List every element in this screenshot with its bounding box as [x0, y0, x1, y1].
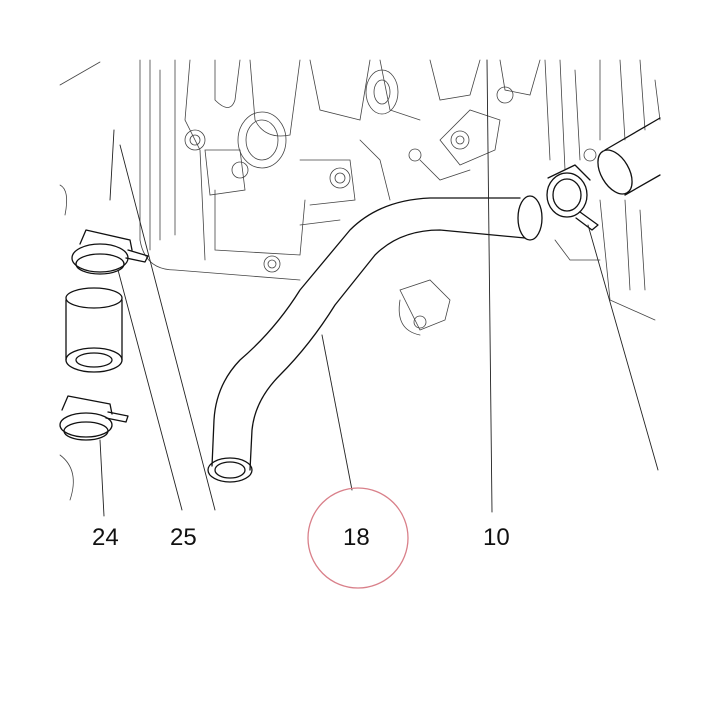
callout-24: 24 [92, 524, 119, 551]
hose-sleeve-left [65, 287, 123, 373]
hose-stub [597, 117, 661, 196]
hose-clamp-right [546, 164, 599, 231]
callout-18: 18 [343, 524, 370, 551]
engine-block-outline [59, 59, 661, 501]
leader-lines [99, 59, 659, 517]
assembly-axis [109, 129, 216, 511]
callout-10: 10 [483, 524, 510, 551]
engine-ports [184, 69, 597, 329]
highlight-circle [307, 487, 409, 589]
hose-clamp-lower-left [59, 395, 129, 441]
hose-clamp-upper-left [71, 229, 149, 275]
callout-25: 25 [170, 524, 197, 551]
coolant-pipe [207, 195, 543, 483]
